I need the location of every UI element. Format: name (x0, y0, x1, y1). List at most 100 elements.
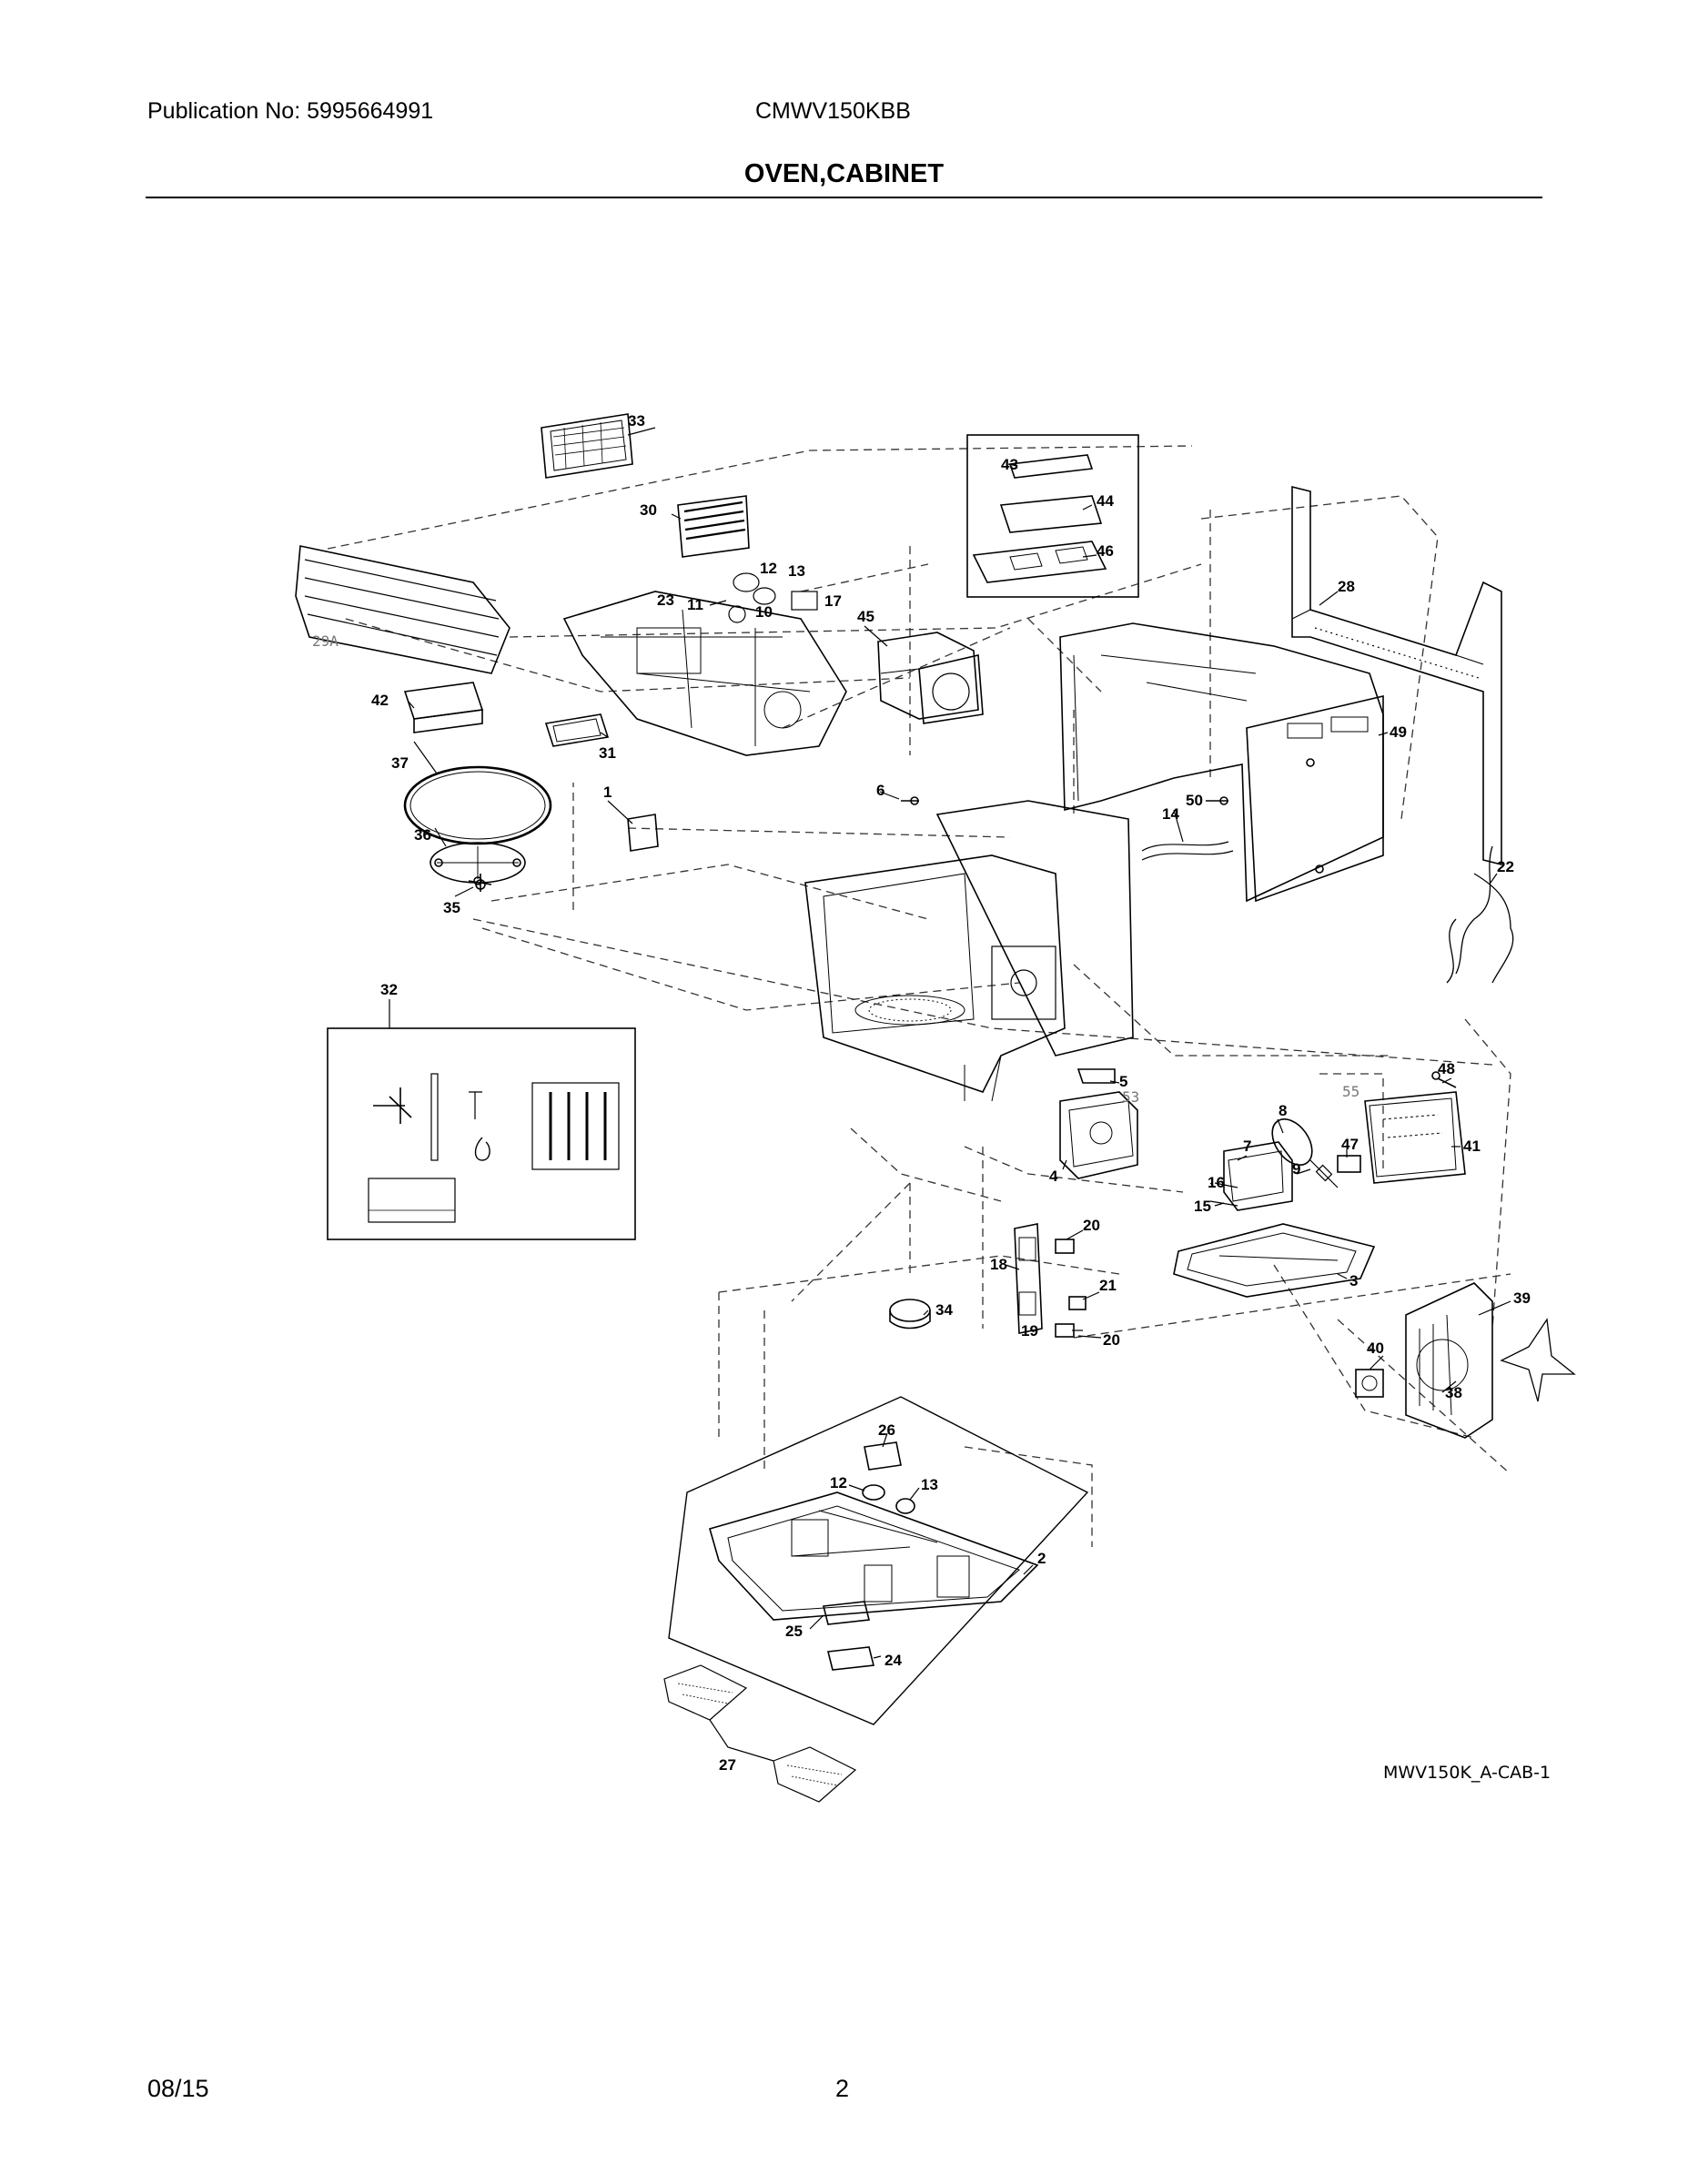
part-label: 7 (1243, 1138, 1251, 1155)
part-42-block (403, 682, 484, 733)
part-24-plate (827, 1646, 874, 1671)
diagram-reference-code: MWV150K_A-CAB-1 (1383, 1763, 1552, 1783)
part-29a-front-grille (295, 545, 510, 674)
part-label: 1 (603, 784, 612, 801)
part-label: 28 (1338, 578, 1355, 595)
model-number: CMWV150KBB (755, 98, 911, 124)
part-label: 53 (1122, 1088, 1139, 1106)
part-38-fan-blade (1500, 1318, 1576, 1402)
part-13-bracket (895, 1498, 915, 1514)
part-label: 47 (1341, 1136, 1359, 1153)
part-label: 3 (1349, 1272, 1358, 1289)
part-7-transformer (1223, 1141, 1293, 1211)
part-label: 35 (443, 899, 460, 916)
part-label: 10 (755, 603, 773, 621)
part-label: 12 (760, 560, 777, 577)
part-30-vent-grille (677, 495, 750, 558)
part-label: 16 (1208, 1174, 1225, 1191)
part-label: 24 (884, 1652, 902, 1669)
part-label: 9 (1292, 1160, 1300, 1178)
part-label: 25 (785, 1623, 803, 1640)
part-label: 17 (824, 592, 842, 610)
part-label: 23 (657, 592, 674, 609)
part-label: 50 (1186, 792, 1203, 809)
part-label: 39 (1513, 1289, 1531, 1307)
part-25-cover (823, 1601, 870, 1625)
part-label: 20 (1083, 1217, 1100, 1234)
part-label: 13 (788, 562, 805, 580)
part-label: 32 (380, 981, 398, 998)
assembly-guide-lines (327, 445, 1511, 1547)
part-36-roller-ring (430, 842, 526, 885)
part-19-switch (1055, 1323, 1075, 1338)
part-label: 30 (640, 501, 657, 519)
leader-lines (389, 427, 1511, 1659)
part-12-lamp (862, 1484, 885, 1501)
part-label: 44 (1097, 492, 1114, 510)
part-label: 2 (1037, 1550, 1046, 1567)
part-label: 18 (990, 1256, 1007, 1273)
part-1-waveguide-cover (627, 814, 659, 852)
part-label: 14 (1162, 805, 1179, 823)
part-label: 19 (1021, 1322, 1038, 1340)
part-2-base-assembly (668, 1396, 1089, 1725)
part-34-turntable-motor (889, 1299, 931, 1330)
part-14-wire-harness (1141, 841, 1234, 861)
part-28-mounting-plate (1291, 485, 1502, 866)
publication-number: Publication No: 5995664991 (147, 98, 434, 124)
part-label: 15 (1194, 1198, 1211, 1215)
part-31-plate (544, 713, 610, 747)
part-label: 4 (1049, 1168, 1058, 1185)
part-41-control-board (1364, 1091, 1466, 1184)
header-rule (146, 197, 1542, 198)
part-label: 27 (719, 1756, 736, 1774)
part-label: 41 (1463, 1138, 1481, 1155)
part-label: 48 (1438, 1060, 1455, 1077)
part-49-outer-case (1059, 622, 1384, 903)
part-4-magnetron (1059, 1091, 1138, 1179)
part-37-glass-tray (403, 765, 552, 845)
part-5-bracket (1076, 1068, 1116, 1084)
page-title: OVEN,CABINET (743, 159, 945, 188)
part-3-base-plate (1173, 1223, 1376, 1298)
part-label: 33 (628, 412, 645, 430)
part-12-13-10-small-components (709, 572, 818, 623)
part-33-grease-filter (541, 413, 633, 479)
part-label: 26 (878, 1421, 895, 1439)
part-label: 55 (1342, 1083, 1359, 1100)
part-22-main-harness (1446, 845, 1514, 984)
part-27-charcoal-filter (663, 1664, 857, 1803)
part-6-screw (901, 796, 919, 805)
part-label: 45 (857, 608, 874, 625)
part-label: 46 (1097, 542, 1114, 560)
part-47-fuse-holder (1337, 1155, 1361, 1173)
part-number-labels: 33 30 29A 12 13 11 10 17 23 42 31 37 36 … (312, 412, 1531, 1774)
part-label: 38 (1445, 1384, 1462, 1401)
part-40-fan-motor (1355, 1369, 1384, 1398)
part-label: 21 (1099, 1277, 1117, 1294)
part-label: 12 (830, 1474, 847, 1491)
part-label: 31 (599, 744, 616, 762)
part-21-switch (1068, 1296, 1087, 1310)
part-label: 6 (876, 782, 884, 799)
part-label: 5 (1119, 1073, 1127, 1090)
part-label: 43 (1001, 456, 1018, 473)
part-label: 22 (1497, 858, 1514, 875)
part-20-switch (1055, 1239, 1075, 1254)
part-9-diode (1309, 1159, 1339, 1188)
part-23-top-bracket (562, 591, 847, 756)
part-label: 49 (1390, 723, 1407, 741)
part-45-blower-box (877, 632, 984, 724)
part-26-lamp-holder (864, 1441, 902, 1471)
part-label: 29A (312, 632, 339, 650)
part-label: 8 (1279, 1102, 1287, 1119)
part-label: 42 (371, 692, 389, 709)
part-50-screw (1206, 796, 1228, 805)
part-label: 11 (687, 596, 703, 613)
part-label: 20 (1103, 1331, 1120, 1349)
oven-cavity-assembly (804, 800, 1134, 1102)
page-number: 2 (835, 2075, 850, 2102)
publication-date: 08/15 (147, 2075, 209, 2102)
part-label: 40 (1367, 1340, 1384, 1357)
